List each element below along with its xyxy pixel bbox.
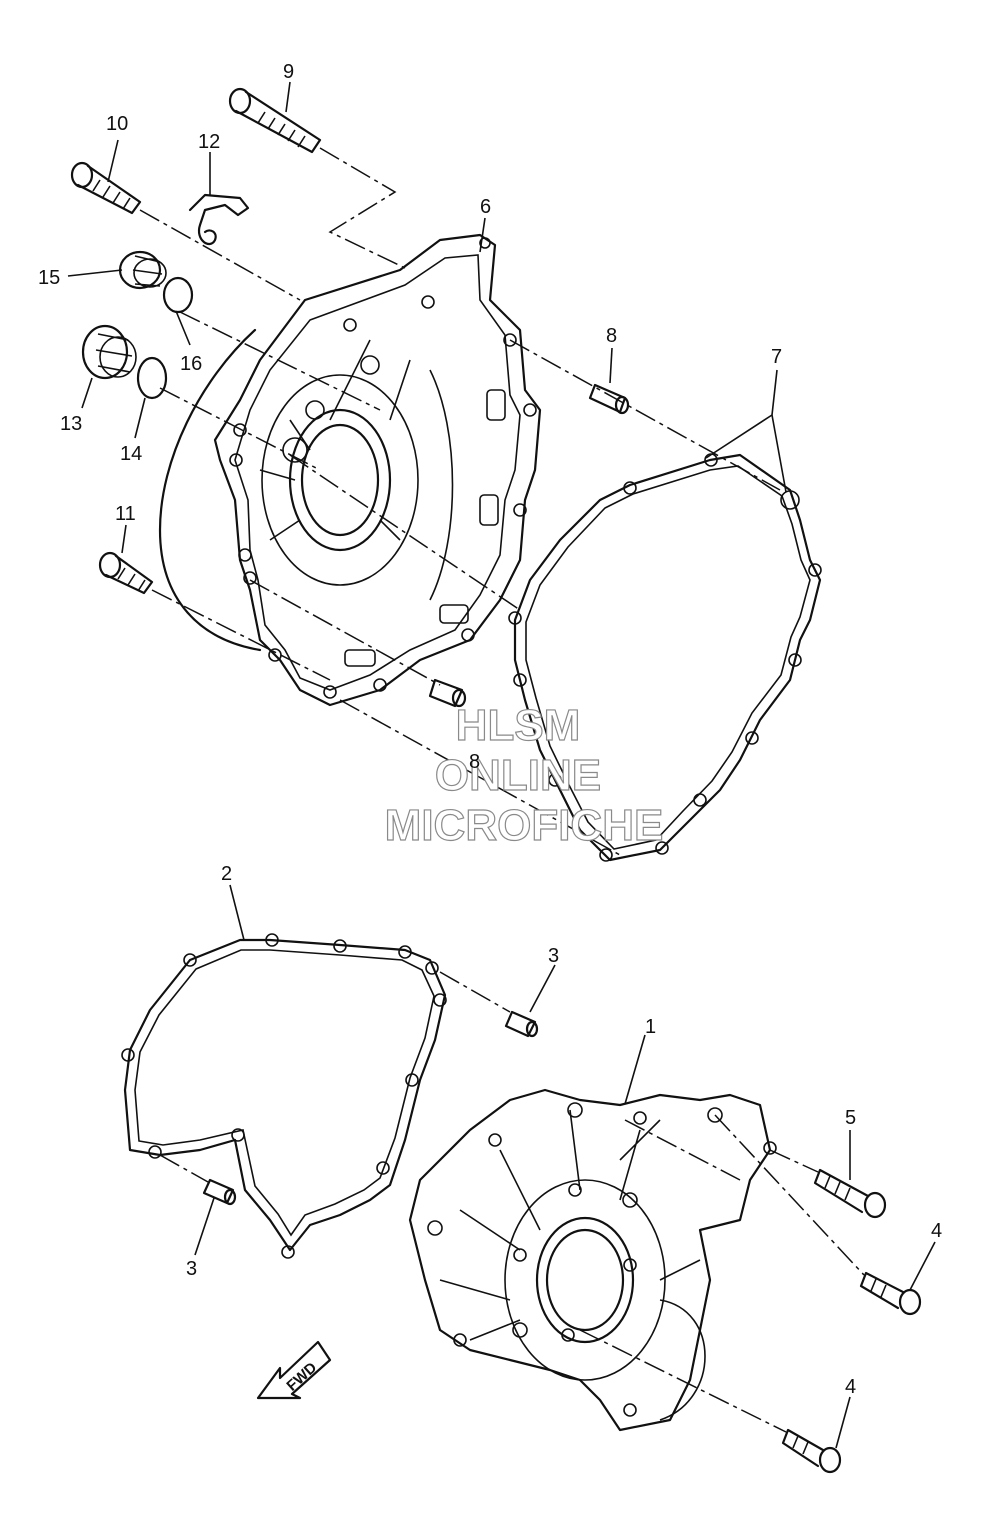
dowel-pin-3-lower [202,1178,237,1206]
o-ring-14 [136,356,168,400]
callout-16: 16 [180,353,202,375]
callout-7: 7 [771,346,782,368]
callout-4-bottom: 4 [845,1376,856,1398]
bolt-9 [228,87,322,154]
gasket-2 [121,933,447,1259]
o-ring-16 [162,276,194,314]
callout-numbers: 1 2 3 3 4 4 5 6 7 8 8 9 10 11 12 13 14 1… [38,61,942,1398]
dowel-pin-8-lower [428,678,467,708]
callout-10: 10 [106,113,128,135]
forward-direction-arrow: FWD [256,1340,332,1400]
gasket-7 [508,453,822,862]
callout-5: 5 [845,1107,856,1129]
callout-14: 14 [120,443,142,465]
callout-3-lower: 3 [186,1258,197,1280]
callout-3-upper: 3 [548,945,559,967]
bolt-4-bottom [781,1428,842,1474]
plug-15 [118,250,167,290]
callout-8-upper: 8 [606,325,617,347]
callout-6: 6 [480,196,491,218]
bolt-10 [70,161,142,215]
leader-lines [67,81,936,1449]
callout-1: 1 [645,1016,656,1038]
bolt-4-right [859,1271,922,1316]
watermark-line-3: MICROFICHE [385,801,664,850]
plug-13 [81,324,137,380]
callout-8-lower: 8 [469,751,480,773]
watermark: HLSM ONLINE MICROFICHE [384,700,664,850]
callout-13: 13 [60,413,82,435]
callout-11: 11 [115,503,136,525]
cover-1 [408,1088,777,1432]
callout-9: 9 [283,61,294,83]
clamp-12 [188,193,250,246]
bolt-11 [98,551,154,595]
bolt-5 [813,1168,887,1219]
dowel-pin-3-upper [504,1010,539,1038]
upper-centerlines [139,147,781,856]
dowel-pin-8-upper [588,383,630,415]
callout-12: 12 [198,131,220,153]
watermark-line-2: ONLINE [435,751,601,800]
watermark-line-1: HLSM [456,701,581,750]
lower-centerlines [159,971,865,1433]
crankcase-cover-6 [158,233,542,707]
callout-2: 2 [221,863,232,885]
fwd-label: FWD [283,1359,320,1395]
callout-15: 15 [38,267,60,289]
callout-4-right: 4 [931,1220,942,1242]
